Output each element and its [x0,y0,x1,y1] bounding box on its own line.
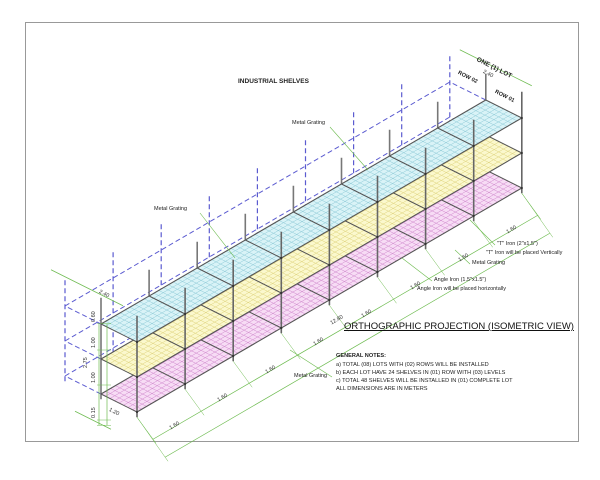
post-joint [376,200,379,204]
post-joint [472,179,475,183]
post-joint [520,151,523,155]
projection-title: ORTHOGRAPHIC PROJECTION (ISOMETRIC VIEW) [344,321,574,332]
drawing-title: INDUSTRIAL SHELVES [238,78,309,85]
leader-line [289,349,333,378]
dim-level-1-height: 1.00 [91,372,97,383]
note-line: b) EACH LOT HAVE 24 SHELVES IN (01) ROW … [336,369,506,376]
angle-iron-cross-bottom [341,253,378,273]
post-joint [328,228,331,232]
label-metal-grating-right: Metal Grating [472,260,506,266]
dim-extension [329,305,349,332]
post-joint [520,186,523,190]
post-joint [232,284,235,288]
post-joint [232,354,235,358]
post-joint [424,242,427,246]
row-02-ghost-edge [449,81,487,101]
label-angle-iron-note: Angle Iron will be placed horizontally [417,286,506,292]
row-02-ghost-edge [64,305,102,325]
label-metal-grating-left: Metal Grating [154,206,188,212]
angle-iron-cross-bottom [148,365,186,385]
post-joint [135,340,139,344]
post-joint [376,235,379,239]
dim-extension [184,389,205,416]
angle-iron-cross-bottom [245,309,282,329]
leader-line [401,257,433,282]
angle-iron-cross-top [437,127,474,147]
angle-iron-cross-bottom [437,197,474,217]
post-joint [376,270,379,274]
post-joint [280,326,283,330]
angle-iron-cross-bottom [196,337,234,357]
dim-base-height: 0.15 [91,407,97,418]
angle-iron-cross-bottom [485,169,523,189]
angle-iron-cross-middle [485,134,523,154]
post-joint [232,319,235,323]
post-joint [135,375,139,379]
angle-iron-cross-top [293,211,330,231]
post-joint [184,312,187,316]
dim-extension [473,221,493,248]
label-metal-grating-top: Metal Grating [292,120,326,126]
angle-iron-cross-middle [148,330,186,350]
angle-iron-cross-middle [341,218,378,238]
post-joint [280,256,283,260]
dim-extension [425,249,445,276]
post-joint [135,410,139,414]
note-line: ALL DIMENSIONS ARE IN METERS [336,386,428,393]
dim-extension [377,277,397,304]
angle-iron-cross-bottom [389,225,426,245]
label-t-iron-note: "T" Iron will be placed Vertically [486,250,563,256]
post-joint [328,263,331,267]
leader-line [454,249,471,265]
dim-top-height: 0.60 [91,311,97,322]
angle-iron-cross-middle [293,246,330,266]
post-joint [472,144,475,148]
angle-iron-cross-middle [196,302,234,322]
post-joint [424,207,427,211]
dim-level-2-height: 1.00 [91,337,97,348]
leader-line [199,212,236,259]
row-02-ghost-edge [64,116,451,342]
general-notes: GENERAL NOTES: a) TOTAL (08) LOTS WITH (… [336,353,513,393]
angle-iron-cross-middle [389,190,426,210]
drawing-border [25,22,579,442]
dim-line-depth [74,410,112,430]
label-t-iron: "T" Iron (2"x1.5") [497,241,538,247]
row-02-ghost-edge [64,340,102,360]
post-joint [328,298,331,302]
post-joint [184,347,187,351]
note-line: c) TOTAL 48 SHELVES WILL BE INSTALLED IN… [336,377,513,384]
leader-line [469,219,496,246]
angle-iron-cross-top [341,183,378,203]
label-angle-iron: Angle Iron (1.5"x1.5") [434,277,487,283]
post-joint [520,116,523,120]
dim-overall-height: 2.75 [83,357,89,368]
row-02-ghost-edge [64,375,102,395]
label-metal-grating-bottom: Metal Grating [294,373,328,379]
post-joint [424,172,427,176]
dim-extension [136,417,169,462]
angle-iron-cross-top [485,99,523,119]
notes-header: GENERAL NOTES: [336,353,386,359]
angle-iron-cross-top [196,267,234,287]
angle-iron-cross-top [389,155,426,175]
post-joint [184,382,187,386]
note-line: a) TOTAL (08) LOTS WITH (02) ROWS WILL B… [336,361,489,368]
dim-line-lot [459,49,532,87]
angle-iron-cross-middle [245,274,282,294]
post-joint [472,214,475,218]
dim-line-total [164,232,550,458]
dim-extension [521,193,554,238]
angle-iron-cross-bottom [293,281,330,301]
dim-line-double-depth [50,269,124,307]
leader-line [329,126,369,171]
angle-iron-cross-top [245,239,282,259]
angle-iron-cross-middle [437,162,474,182]
dim-extension [281,333,301,360]
post-joint [280,291,283,295]
row-02-ghost-edge [64,81,451,307]
dim-extension [232,361,253,388]
angle-iron-cross-top [148,295,186,315]
